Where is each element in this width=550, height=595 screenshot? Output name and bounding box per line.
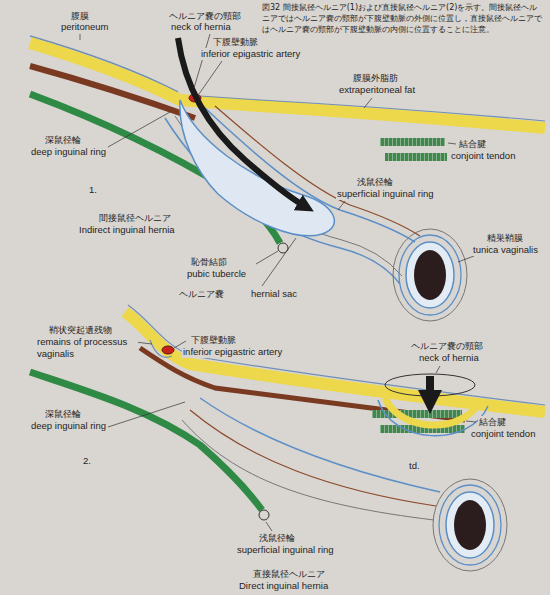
part-label: inferior epigastric artery <box>200 48 301 60</box>
illustration-part <box>466 421 476 422</box>
artist-signature: td. <box>408 460 421 472</box>
part-label: inferior epigastric artery <box>182 346 283 358</box>
cord-layer <box>200 398 440 492</box>
leader-lines <box>108 341 476 531</box>
part-label: 精巣鞘膜 <box>486 232 524 244</box>
peritoneum-line <box>128 305 545 405</box>
tunica-ring <box>393 229 467 321</box>
artery <box>162 346 174 354</box>
part-label: conjoint tendon <box>450 150 516 162</box>
illustration-part <box>194 34 210 88</box>
part-label: 恥骨結節 <box>190 256 228 268</box>
cord-layer <box>182 420 434 520</box>
part-label: 直接鼠径ヘルニア <box>252 568 326 580</box>
yellow-layer <box>30 43 545 128</box>
illustration-part <box>262 238 296 286</box>
figure-caption: 図32 間接鼠径ヘルニア(1)および直接鼠径ヘルニア(2)を示す。間接鼠径ヘルニ… <box>262 2 545 35</box>
part-label: 結合腱 <box>458 138 487 150</box>
part-label: 腹膜外脂肪 <box>352 72 399 84</box>
conjoint-tendon <box>385 153 447 161</box>
part-label: 浅鼠径輪 <box>356 176 394 188</box>
illustration-part <box>338 201 345 210</box>
part-label: tunica vaginalis <box>472 244 539 256</box>
part-label: ヘルニア嚢 <box>178 288 225 300</box>
part-label: neck of hernia <box>418 352 480 364</box>
part-label: 深鼠径輪 <box>44 134 82 146</box>
illustration-part <box>448 143 456 144</box>
illustration-part <box>458 256 474 262</box>
part-label: ヘルニア嚢の頸部 <box>410 340 484 352</box>
part-label: Indirect inguinal hernia <box>78 224 176 236</box>
part-label: remains of processus vaginalis <box>36 336 138 360</box>
part-label: 間接鼠径ヘルニア <box>98 212 172 224</box>
tunica-vaginalis <box>406 242 454 308</box>
figure-2 <box>30 305 545 571</box>
green-layer <box>30 372 262 510</box>
part-label: conjoint tendon <box>470 428 536 440</box>
figure-number: 2. <box>82 455 92 467</box>
part-label: Direct inguinal hernia <box>238 580 329 592</box>
part-label: peritoneum <box>60 21 110 33</box>
part-label: 深鼠径輪 <box>44 408 82 420</box>
illustration-part <box>436 366 440 373</box>
direct-sac <box>385 398 478 425</box>
illustration-part <box>108 112 170 147</box>
figure-1 <box>30 34 545 321</box>
peritoneum-line <box>200 96 545 121</box>
part-label: superficial inguinal ring <box>236 544 335 556</box>
illustration-part <box>266 522 272 531</box>
illustration-part <box>108 402 185 427</box>
illustration-part <box>256 251 278 264</box>
testis <box>454 500 486 550</box>
pubic-tubercle <box>259 510 269 520</box>
part-label: 下腹壁動脈 <box>190 334 237 346</box>
hernia-arrow <box>426 376 434 402</box>
conjoint-tendon <box>380 138 445 146</box>
part-label: pubic tubercle <box>186 268 247 280</box>
hernia-arrow <box>178 38 306 207</box>
tunica-ring <box>439 485 501 565</box>
part-label: deep inguinal ring <box>30 420 107 432</box>
part-label: superficial inguinal ring <box>336 188 435 200</box>
part-label: hernial sac <box>250 288 298 300</box>
illustration-part <box>364 98 372 108</box>
tunica-ring <box>399 235 461 315</box>
tunica-ring <box>433 479 507 571</box>
illustration-part <box>80 34 81 40</box>
part-label: 結合腱 <box>478 416 507 428</box>
illustration-part <box>199 61 222 94</box>
part-label: neck of hernia <box>170 21 232 33</box>
part-label: extraperitoneal fat <box>338 84 416 96</box>
part-label: 浅鼠径輪 <box>258 532 296 544</box>
part-label: deep inguinal ring <box>30 146 107 158</box>
part-label: 鞘状突起遺残物 <box>48 324 113 336</box>
tunica-vaginalis <box>446 492 494 558</box>
figure-number: 1. <box>88 184 98 196</box>
leader-lines <box>80 34 474 286</box>
testis <box>414 250 446 300</box>
part-label: 下腹壁動脈 <box>212 36 259 48</box>
cord-layer <box>190 410 436 506</box>
